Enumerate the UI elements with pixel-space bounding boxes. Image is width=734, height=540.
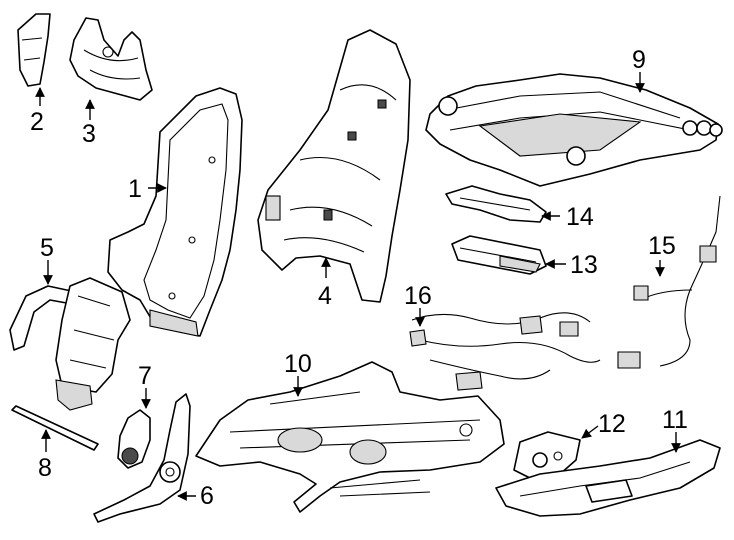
callout-7: 7 — [138, 362, 152, 390]
callout-labels: 2 3 1 4 5 9 14 13 15 16 10 7 8 6 12 11 — [30, 46, 688, 510]
part-1-seatback-frame — [107, 87, 243, 337]
callout-15: 15 — [648, 232, 676, 260]
part-16-wire-harness — [409, 312, 601, 391]
callout-9: 9 — [632, 46, 646, 74]
callout-11: 11 — [662, 406, 688, 434]
callout-10: 10 — [284, 350, 312, 378]
part-13-control-module — [451, 235, 547, 275]
part-15-harness — [617, 195, 721, 369]
part-9-seat-pan-frame — [425, 73, 723, 187]
part-11-side-trim — [495, 439, 721, 517]
callout-6: 6 — [200, 482, 214, 510]
callout-8: 8 — [38, 454, 52, 482]
callout-4: 4 — [318, 282, 332, 310]
callout-3: 3 — [82, 120, 96, 148]
part-7-recliner — [117, 409, 151, 469]
callout-5: 5 — [40, 234, 54, 262]
part-3-shoulder-trim — [69, 17, 153, 101]
part-5-lumbar-support — [9, 277, 131, 411]
part-4-seatback-panel — [257, 29, 411, 303]
callout-16: 16 — [404, 282, 432, 310]
callout-13: 13 — [570, 251, 598, 279]
part-2-side-cover — [17, 13, 51, 87]
callout-12: 12 — [598, 410, 626, 438]
part-14-adjuster-module — [445, 185, 547, 223]
part-12-switch-trim — [513, 431, 581, 479]
part-6-side-shield — [93, 393, 191, 523]
callout-14: 14 — [566, 203, 594, 231]
callout-1: 1 — [128, 175, 142, 203]
leader-lines — [35, 72, 681, 501]
part-10-seat-track — [195, 361, 505, 513]
part-8-rod — [11, 405, 99, 451]
callout-2: 2 — [30, 108, 44, 136]
